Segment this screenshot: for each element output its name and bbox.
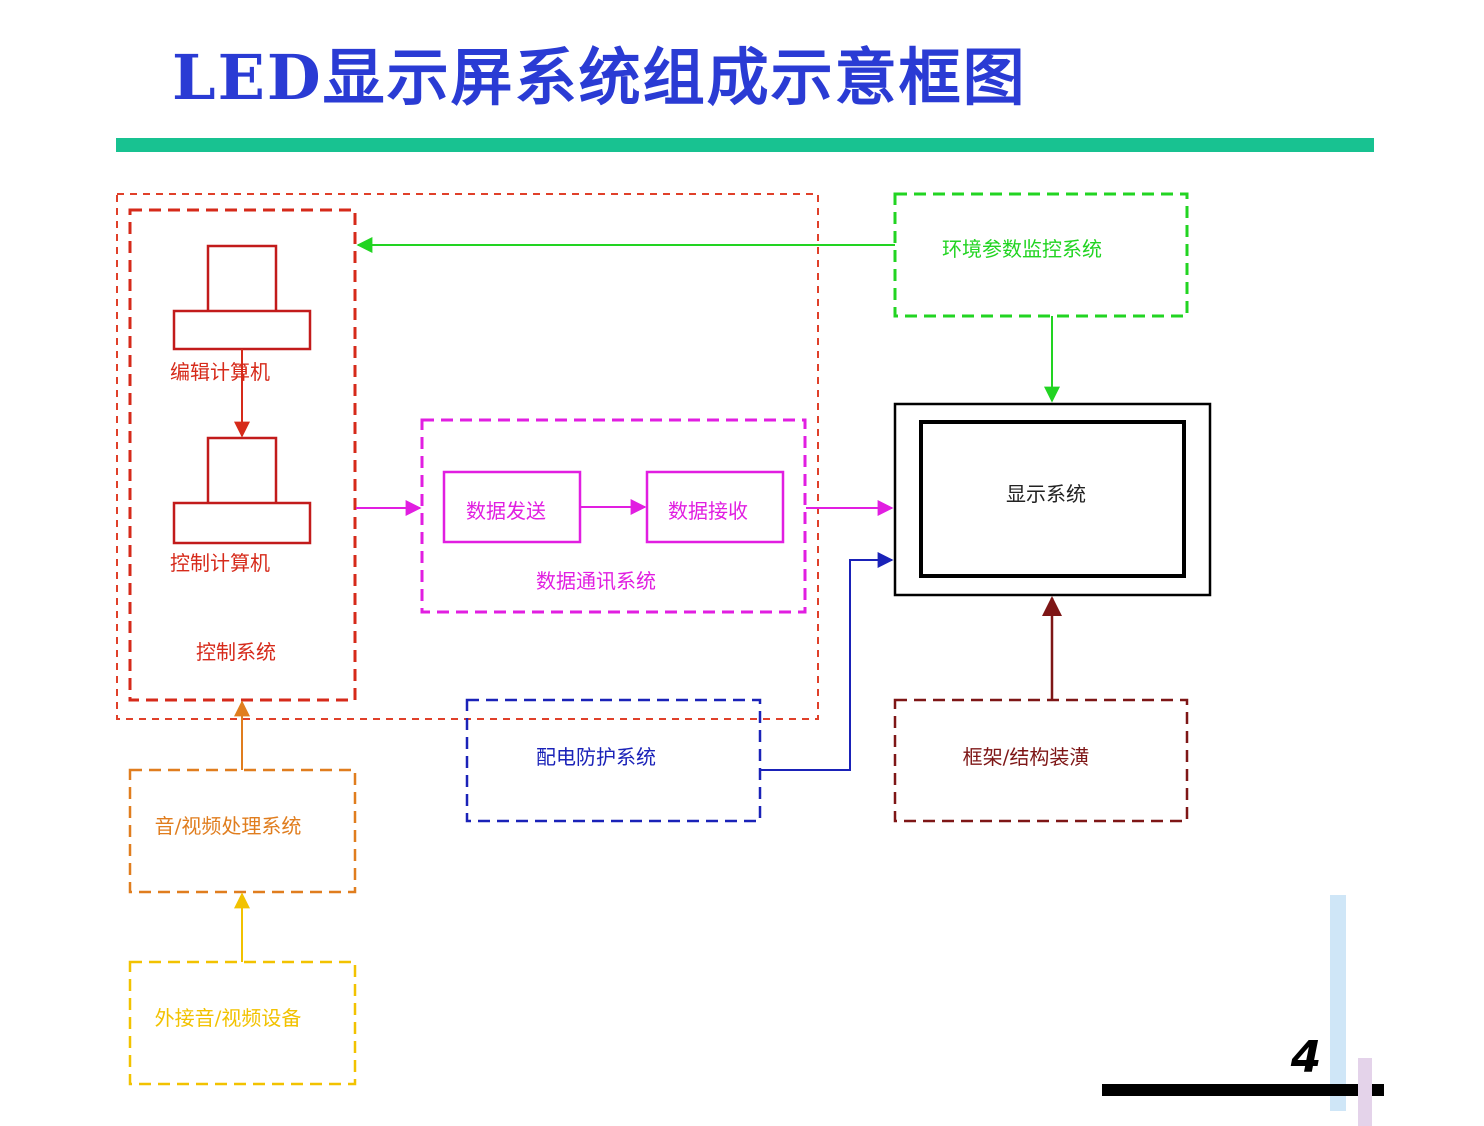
control-system-label: 控制系统 xyxy=(196,640,276,664)
power-protection-box: 配电防护系统 xyxy=(465,698,762,823)
av-processing-label: 音/视频处理系统 xyxy=(155,814,302,838)
env-monitor-label: 环境参数监控系统 xyxy=(942,237,1102,261)
control-computer-icon xyxy=(172,436,312,545)
display-system-label: 显示系统 xyxy=(1006,482,1086,506)
footer-rule xyxy=(1102,1084,1384,1096)
data-receive-box xyxy=(645,470,785,544)
control-computer-label: 控制计算机 xyxy=(170,551,270,575)
av-devices-box: 外接音/视频设备 xyxy=(128,960,357,1086)
av-processing-box: 音/视频处理系统 xyxy=(128,768,357,894)
title-underline xyxy=(116,138,1374,152)
page-title: LED显示屏系统组成示意框图 xyxy=(172,41,1027,114)
arrow-power-to-display xyxy=(760,552,894,771)
decorative-bar-blue xyxy=(1330,895,1346,1111)
frame-structure-label: 框架/结构装潢 xyxy=(963,745,1090,769)
display-system-box: 显示系统 xyxy=(893,402,1212,597)
data-send-label: 数据发送 xyxy=(466,499,546,523)
power-protection-label: 配电防护系统 xyxy=(536,745,656,769)
decorative-bar-lilac xyxy=(1358,1058,1372,1126)
av-devices-label: 外接音/视频设备 xyxy=(155,1006,302,1030)
data-comm-system-box: 数据发送 数据接收 数据通讯系统 xyxy=(420,418,807,614)
control-system-box: 控制系统 xyxy=(128,208,357,702)
frame-structure-box: 框架/结构装潢 xyxy=(893,698,1189,823)
edit-computer-label: 编辑计算机 xyxy=(170,360,270,384)
page-number: 4 xyxy=(1290,1032,1322,1083)
data-comm-label: 数据通讯系统 xyxy=(536,569,656,593)
env-monitor-box: 环境参数监控系统 xyxy=(893,192,1189,318)
edit-computer-icon xyxy=(172,244,312,351)
data-send-box xyxy=(442,470,582,544)
data-receive-label: 数据接收 xyxy=(668,499,748,523)
